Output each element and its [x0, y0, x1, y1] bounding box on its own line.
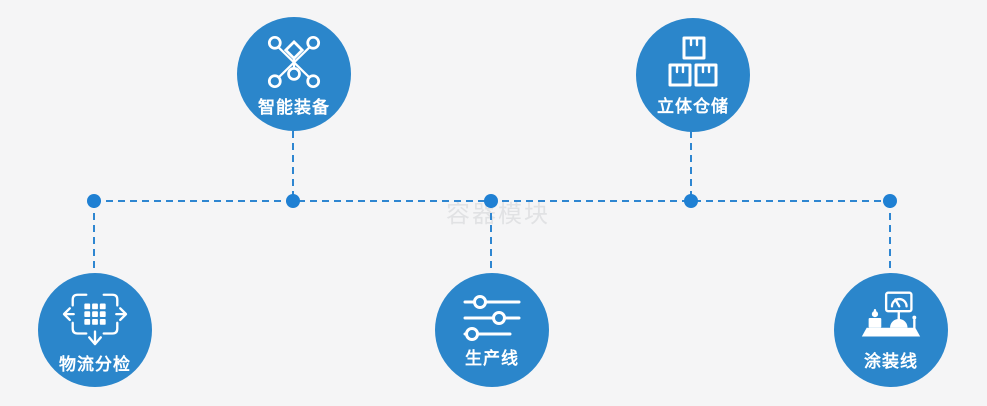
watermark: 容器模块 [446, 201, 550, 228]
node-label: 物流分检 [59, 355, 131, 374]
node-production-line[interactable]: 生产线 [435, 273, 549, 387]
node-label: 立体仓储 [657, 97, 729, 116]
sliders-icon [463, 295, 521, 341]
stacked-boxes-icon [668, 36, 718, 87]
junction-dot [883, 194, 897, 208]
sort-move-icon [62, 293, 128, 346]
junction-dot [87, 194, 101, 208]
node-smart-equipment[interactable]: 智能装备 [237, 17, 351, 131]
node-label: 智能装备 [258, 98, 330, 117]
node-painting-line[interactable]: 涂装线 [834, 273, 948, 387]
junction-dot [286, 194, 300, 208]
junction-dot [484, 194, 498, 208]
paint-machine-icon [861, 291, 921, 337]
junction-dot [684, 194, 698, 208]
node-label: 涂装线 [864, 352, 918, 371]
node-logistics-sorting[interactable]: 物流分检 [38, 273, 152, 387]
node-label: 生产线 [465, 349, 519, 368]
node-stereoscopic-warehouse[interactable]: 立体仓储 [636, 18, 750, 132]
network-icon [267, 35, 321, 89]
